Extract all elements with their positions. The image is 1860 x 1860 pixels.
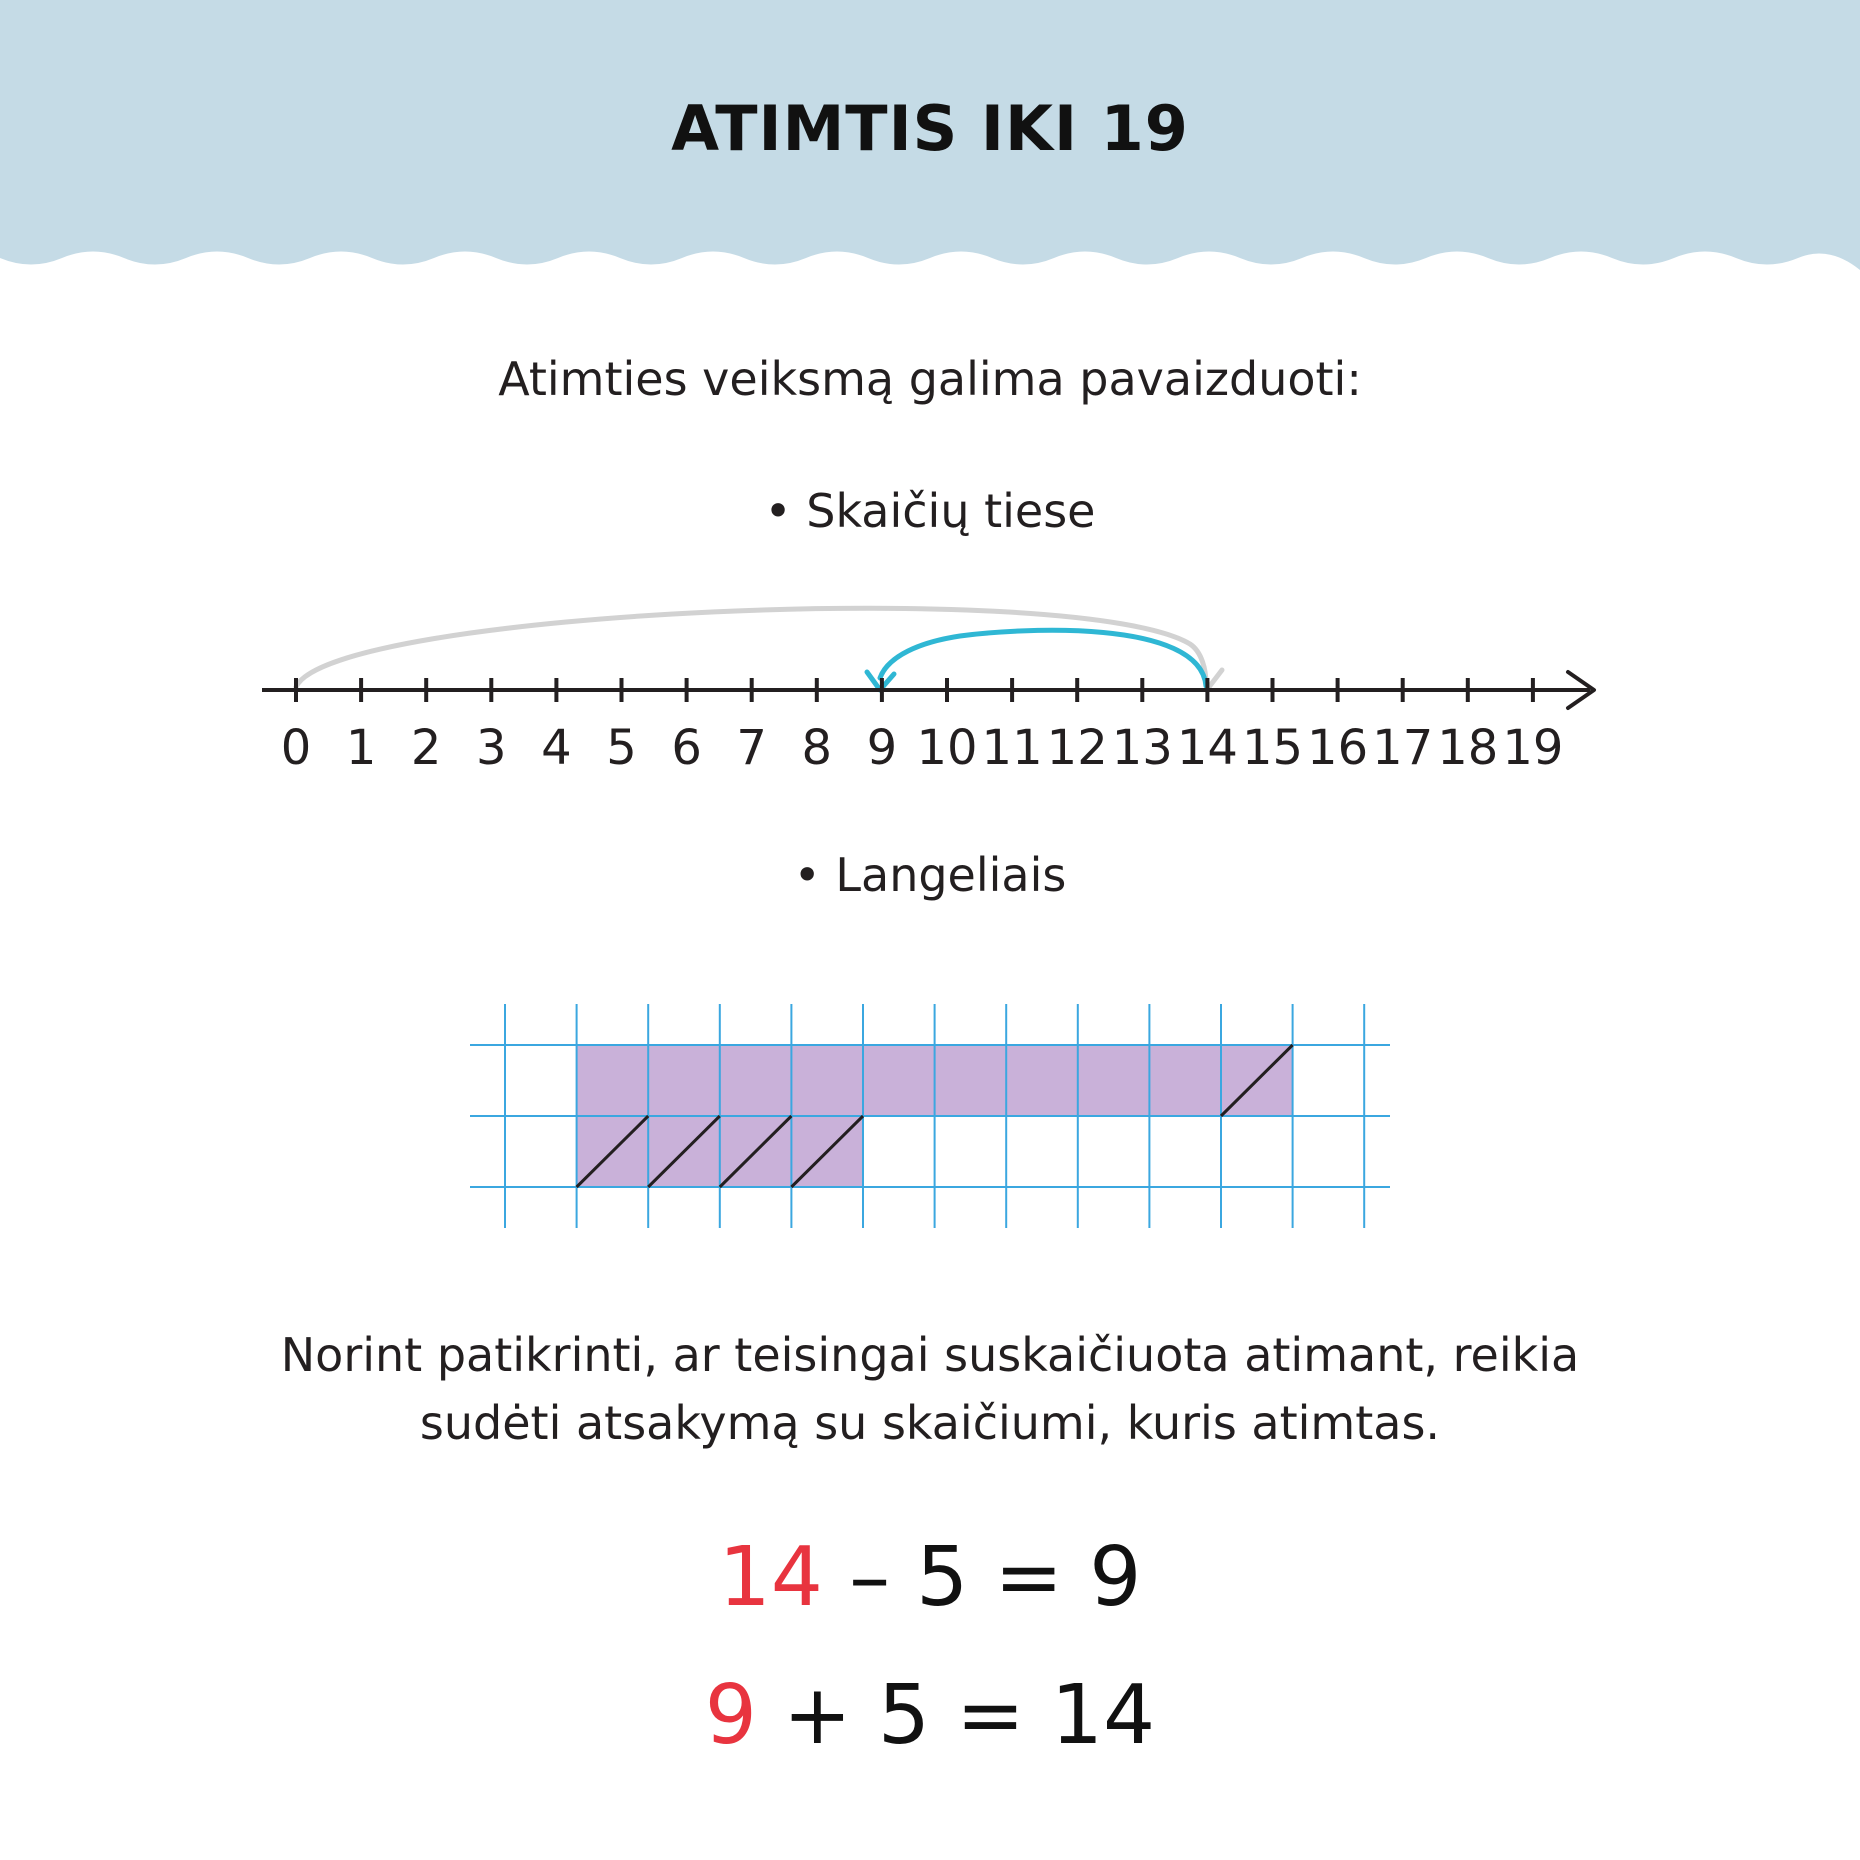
number-line-label: 2 bbox=[411, 720, 442, 770]
header-wave-background bbox=[0, 0, 1860, 270]
number-line-label: 6 bbox=[671, 720, 702, 770]
shaded-cell bbox=[1077, 1045, 1150, 1116]
crossed-out-mark bbox=[790, 1114, 865, 1189]
eq2-addend-2: 5 bbox=[877, 1668, 930, 1763]
number-line-label: 12 bbox=[1047, 720, 1108, 770]
eq2-operator: + bbox=[783, 1668, 852, 1763]
grey-arc-0-to-14 bbox=[293, 605, 1209, 690]
number-line-label: 16 bbox=[1307, 720, 1368, 770]
crossed-out-mark bbox=[647, 1114, 721, 1189]
number-line-label: 8 bbox=[802, 720, 833, 770]
shaded-cell bbox=[934, 1045, 1007, 1116]
eq1-equals: = bbox=[994, 1530, 1064, 1625]
eq1-subtrahend: 5 bbox=[916, 1530, 969, 1625]
page-title: ATIMTIS IKI 19 bbox=[671, 92, 1189, 165]
intro-text: Atimties veiksmą galima pavaizduoti: bbox=[498, 352, 1362, 406]
number-line-label: 5 bbox=[606, 720, 637, 770]
crossed-out-mark bbox=[718, 1114, 793, 1189]
number-line-label: 7 bbox=[736, 720, 767, 770]
crossed-out-mark bbox=[575, 1114, 650, 1189]
shaded-cell bbox=[1149, 1045, 1222, 1116]
number-line-label: 15 bbox=[1242, 720, 1303, 770]
eq2-equals: = bbox=[956, 1668, 1025, 1763]
number-line-label: 11 bbox=[982, 720, 1043, 770]
equation-addition-check: 9 + 5 = 14 bbox=[0, 1668, 1860, 1763]
shaded-cell bbox=[719, 1045, 792, 1116]
number-line-label: 10 bbox=[916, 720, 977, 770]
number-line-label: 17 bbox=[1372, 720, 1433, 770]
bullet-number-line: • Skaičių tiese bbox=[764, 484, 1096, 538]
header-banner bbox=[0, 0, 1860, 270]
eq1-result: 9 bbox=[1089, 1530, 1142, 1625]
check-note-line-1: Norint patikrinti, ar teisingai suskaiči… bbox=[280, 1328, 1580, 1382]
number-line-label: 1 bbox=[346, 720, 377, 770]
equation-subtraction: 14 – 5 = 9 bbox=[0, 1530, 1860, 1625]
number-line-label: 0 bbox=[281, 720, 312, 770]
eq1-operator: – bbox=[849, 1530, 891, 1625]
bullet-cells: • Langeliais bbox=[793, 848, 1067, 902]
check-note-line-2: sudėti atsakymą su skaičiumi, kuris atim… bbox=[419, 1396, 1441, 1450]
number-line-label: 3 bbox=[476, 720, 507, 770]
grey-arrowhead-icon bbox=[1206, 667, 1225, 690]
number-line-label: 9 bbox=[867, 720, 898, 770]
number-line-label: 19 bbox=[1502, 720, 1563, 770]
eq2-addend: 9 bbox=[704, 1668, 757, 1763]
number-line-label: 18 bbox=[1437, 720, 1498, 770]
shaded-cell bbox=[648, 1045, 721, 1116]
shaded-cell bbox=[791, 1045, 864, 1116]
axis-arrow-icon bbox=[1566, 670, 1596, 710]
number-line-label: 4 bbox=[541, 720, 572, 770]
eq1-minuend: 14 bbox=[718, 1530, 823, 1625]
shaded-cell bbox=[576, 1045, 649, 1116]
shaded-cell bbox=[863, 1045, 936, 1116]
crossed-out-mark bbox=[1219, 1043, 1294, 1118]
eq2-result: 14 bbox=[1050, 1668, 1156, 1763]
number-line-label: 14 bbox=[1177, 720, 1238, 770]
number-line-label: 13 bbox=[1112, 720, 1173, 770]
cell-grid-diagram bbox=[470, 1004, 1390, 1228]
blue-arc-14-to-9 bbox=[877, 627, 1209, 689]
shaded-cell bbox=[1006, 1045, 1079, 1116]
